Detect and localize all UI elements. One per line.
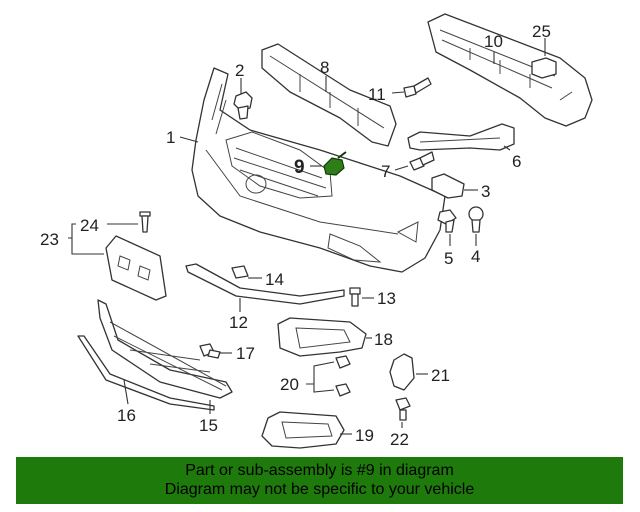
parts-diagram: 1 2 3 4 5 6 7 8 9 10 11 12 13 14 15 16 1… <box>40 13 593 449</box>
callout-5: 5 <box>444 249 453 268</box>
fog-bezel-part-18 <box>277 317 367 357</box>
callout-16: 16 <box>117 406 136 425</box>
callout-6: 6 <box>512 152 521 171</box>
callout-12: 12 <box>229 313 248 332</box>
bolt-part-11 <box>403 77 432 98</box>
callout-3: 3 <box>481 182 490 201</box>
fog-bezel-part-19 <box>261 411 345 449</box>
callout-14: 14 <box>265 270 284 289</box>
energy-absorber-part-8 <box>261 43 397 147</box>
callout-1: 1 <box>166 128 175 147</box>
molding-part-12 <box>185 263 345 305</box>
callout-11: 11 <box>368 85 386 104</box>
banner-line-2: Diagram may not be specific to your vehi… <box>164 481 475 498</box>
bracket-part-6 <box>407 123 515 151</box>
screw-part-24 <box>139 211 151 233</box>
callout-10: 10 <box>484 32 503 51</box>
banner-line-1: Part or sub-assembly is #9 in diagram <box>185 462 454 479</box>
leader-lines <box>68 38 546 435</box>
license-bracket-part-23 <box>105 235 167 301</box>
nut-part-4 <box>468 206 484 233</box>
callout-25: 25 <box>532 22 551 41</box>
info-banner: Part or sub-assembly is #9 in diagram Di… <box>16 457 623 504</box>
callout-2: 2 <box>235 61 244 80</box>
callout-18: 18 <box>374 330 393 349</box>
screws-part-20 <box>335 355 351 397</box>
bumper-reinforcement-part-10 <box>427 13 593 127</box>
callout-4: 4 <box>471 247 480 266</box>
bumper-cover-part-1 <box>191 67 446 273</box>
callout-20: 20 <box>280 375 299 394</box>
clip-part-9 <box>323 151 347 176</box>
callout-8: 8 <box>320 58 329 77</box>
screw-part-2 <box>233 91 253 120</box>
screw-part-7 <box>409 151 435 171</box>
callout-17: 17 <box>236 344 255 363</box>
callout-21: 21 <box>431 366 450 385</box>
callout-22: 22 <box>390 430 409 449</box>
clip-part-14 <box>231 265 249 279</box>
callout-24: 24 <box>80 216 99 235</box>
lower-grille-part-15 <box>97 299 233 399</box>
bolt-part-5 <box>437 209 457 233</box>
callout-15: 15 <box>199 416 218 435</box>
callout-23: 23 <box>40 230 59 249</box>
bracket-part-21 <box>389 353 415 391</box>
bolt-part-13 <box>349 287 361 307</box>
callout-7: 7 <box>381 162 390 181</box>
clip-part-3 <box>431 173 465 199</box>
callout-9: 9 <box>294 157 305 178</box>
clip-part-25 <box>531 57 557 79</box>
lower-strip-part-16 <box>77 335 215 411</box>
callout-13: 13 <box>377 289 396 308</box>
screw-part-17 <box>199 343 221 359</box>
callout-19: 19 <box>355 426 374 445</box>
bolt-part-22 <box>395 397 411 421</box>
